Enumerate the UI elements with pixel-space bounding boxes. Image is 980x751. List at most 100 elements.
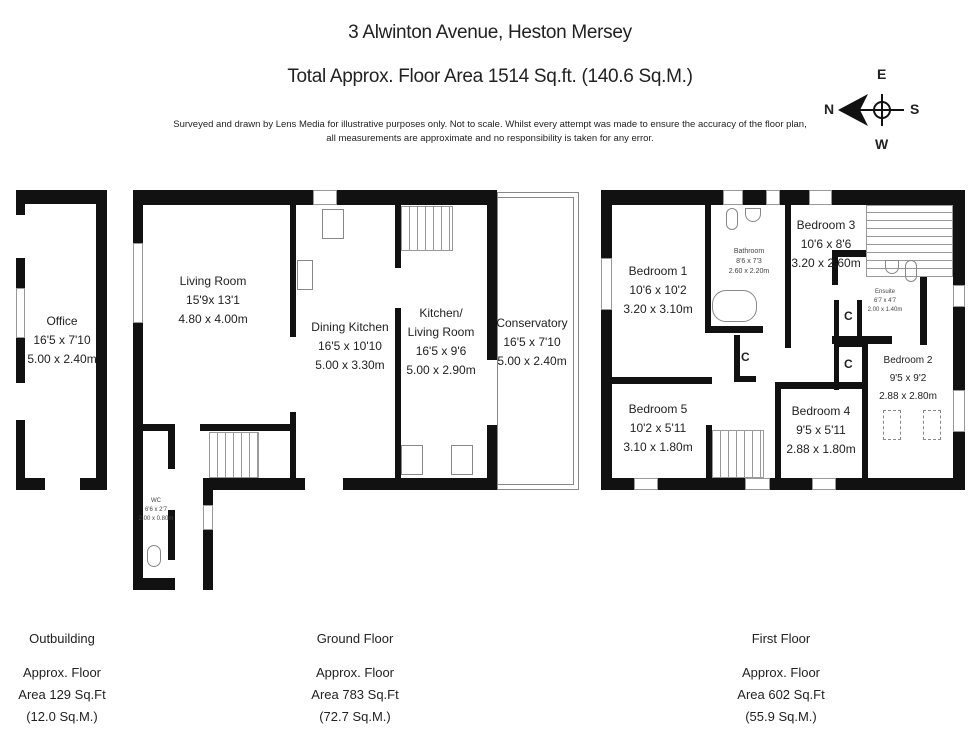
floor-area-line: Area 129 Sq.Ft — [18, 687, 106, 702]
room-name: Conservatory — [496, 316, 568, 330]
room-name: Bathroom — [733, 248, 765, 255]
wall — [920, 250, 927, 345]
room-bedroom-3: Bedroom 3 10'6 x 8'6 3.20 x 2.60m — [791, 216, 860, 273]
room-name: Bedroom 1 — [628, 264, 688, 278]
compass-s: S — [910, 101, 920, 117]
wall — [290, 205, 296, 337]
room-dining-kitchen: Dining Kitchen 16'5 x 10'10 5.00 x 3.30m — [311, 318, 388, 375]
disclaimer-line-2: all measurements are approximate and no … — [326, 133, 654, 144]
floor-summary-outbuilding: Outbuilding Approx. Floor Area 129 Sq.Ft… — [18, 628, 105, 728]
room-bedroom-2: Bedroom 2 9'5 x 9'2 2.88 x 2.80m — [879, 352, 937, 406]
room-metric: 5.00 x 3.30m — [315, 358, 385, 372]
address-title: 3 Alwinton Avenue, Heston Mersey — [348, 22, 632, 43]
compass-e: E — [877, 66, 887, 82]
room-name: Kitchen/ — [419, 306, 463, 320]
wall — [832, 250, 838, 285]
room-imperial: 10'6 x 10'2 — [629, 283, 687, 297]
room-bedroom-1: Bedroom 1 10'6 x 10'2 3.20 x 3.10m — [623, 262, 692, 319]
wall — [705, 326, 763, 333]
wall — [705, 205, 711, 332]
wall — [16, 338, 25, 383]
wall — [343, 478, 497, 490]
room-wc: WC 6'6 x 2'7 2.00 x 0.80m — [139, 497, 174, 524]
cupboard-label: C — [741, 350, 750, 364]
room-living-room: Living Room 15'9x 13'1 4.80 x 4.00m — [178, 272, 247, 329]
window — [812, 478, 836, 490]
wall — [337, 190, 497, 205]
window — [16, 288, 25, 338]
wall — [290, 412, 296, 482]
wall — [133, 190, 143, 243]
wall — [16, 478, 45, 490]
room-bathroom: Bathroom 8'6 x 7'3 2.60 x 2.20m — [729, 247, 769, 277]
room-conservatory: Conservatory 16'5 x 7'10 5.00 x 2.40m — [496, 314, 567, 371]
room-kitchen-living: Kitchen/ Living Room 16'5 x 9'6 5.00 x 2… — [406, 304, 475, 380]
floor-area-line: Area 602 Sq.Ft — [737, 687, 825, 702]
floor-name: First Floor — [751, 631, 811, 646]
room-metric: 5.00 x 2.40m — [497, 354, 567, 368]
toilet-icon — [147, 545, 161, 567]
floor-area-line: Area 783 Sq.Ft — [311, 687, 399, 702]
wall — [734, 335, 740, 380]
room-ensuite: Ensuite 6'7 x 4'7 2.00 x 1.40m — [868, 288, 903, 315]
window — [953, 285, 965, 307]
wall — [133, 578, 175, 590]
wall — [601, 478, 965, 490]
room-imperial: 16'5 x 9'6 — [415, 344, 467, 358]
compass-n: N — [824, 101, 835, 117]
wall — [96, 190, 107, 490]
wall — [487, 190, 497, 360]
wall — [203, 530, 213, 590]
hob-icon — [451, 445, 473, 475]
room-name: Bedroom 5 — [628, 402, 688, 416]
cupboard-outline — [834, 300, 862, 346]
wall — [16, 420, 25, 490]
compass-w: W — [875, 136, 889, 152]
room-metric: 2.00 x 1.40m — [867, 307, 903, 313]
window — [313, 190, 337, 205]
room-metric: 2.88 x 2.80m — [879, 391, 937, 402]
room-metric: 3.20 x 3.10m — [623, 302, 693, 316]
compass: N E S W — [820, 64, 930, 154]
wall — [706, 425, 712, 478]
floor-area-line: Approx. Floor — [22, 665, 102, 680]
room-metric: 4.80 x 4.00m — [178, 312, 248, 326]
wall — [168, 510, 175, 560]
cupboard-label: C — [844, 357, 853, 371]
cupboard-label: C — [844, 309, 853, 323]
window — [601, 258, 612, 310]
disclaimer-line-1: Surveyed and drawn by Lens Media for ill… — [173, 119, 807, 130]
floor-name: Outbuilding — [29, 631, 95, 646]
room-name: Office — [46, 314, 78, 328]
wall — [775, 382, 867, 389]
floor-area-line: (55.9 Sq.M.) — [745, 709, 817, 724]
wall — [612, 377, 712, 384]
window — [723, 190, 743, 205]
floor-summary-first: First Floor Approx. Floor Area 602 Sq.Ft… — [737, 628, 824, 728]
room-imperial: 8'6 x 7'3 — [736, 258, 762, 265]
room-metric: 2.00 x 0.80m — [138, 516, 174, 522]
room-imperial: 6'6 x 2'7 — [145, 507, 167, 513]
room-imperial: 16'5 x 10'10 — [318, 339, 382, 353]
room-bedroom-5: Bedroom 5 10'2 x 5'11 3.10 x 1.80m — [623, 400, 692, 457]
floor-name: Ground Floor — [316, 631, 394, 646]
room-bedroom-4: Bedroom 4 9'5 x 5'11 2.88 x 1.80m — [786, 402, 855, 459]
wall — [143, 424, 175, 431]
hob-icon — [297, 260, 313, 290]
floor-area-line: Approx. Floor — [315, 665, 395, 680]
floor-area-line: Approx. Floor — [741, 665, 821, 680]
wall — [785, 205, 791, 348]
toilet-icon — [726, 208, 738, 230]
room-name: Bedroom 2 — [883, 355, 933, 366]
wall — [395, 205, 401, 268]
wall — [775, 382, 781, 478]
toilet-icon — [905, 260, 917, 282]
room-metric: 2.88 x 1.80m — [786, 442, 856, 456]
conservatory-outline-inner — [497, 197, 574, 485]
room-name: Dining Kitchen — [311, 320, 389, 334]
window — [745, 478, 770, 490]
wall — [16, 190, 107, 204]
stairs — [209, 432, 259, 478]
wall — [16, 190, 25, 215]
room-imperial: 16'5 x 7'10 — [503, 335, 561, 349]
